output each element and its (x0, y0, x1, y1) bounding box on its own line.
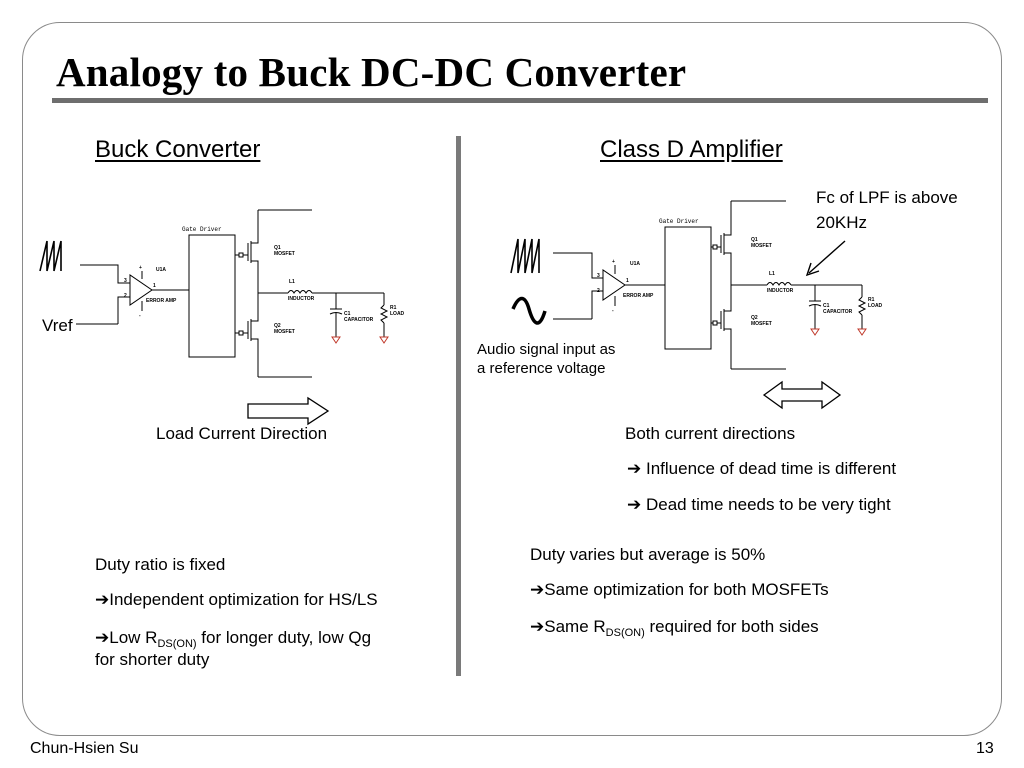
arrow-icon: ➔ (530, 617, 545, 636)
svg-text:2: 2 (124, 293, 127, 299)
left-bullet-2-subscript: DS(ON) (157, 638, 197, 650)
arrow-icon: ➔ (530, 580, 545, 599)
buck-wires (76, 209, 389, 378)
left-duty-text: Duty ratio is fixed (95, 555, 226, 574)
left-bullet-1: ➔Independent optimization for HS/LS (95, 590, 378, 610)
left-bullet-2: ➔Low RDS(ON) for longer duty, low Qg (95, 628, 371, 654)
audio-note-line2: a reference voltage (477, 360, 606, 377)
svg-text:+: + (139, 265, 142, 271)
svg-text:Gate Driver: Gate Driver (659, 218, 699, 225)
svg-text:Q2: Q2 (751, 315, 758, 321)
load-current-label: Load Current Direction (156, 424, 328, 443)
right-arrow-bullet-1: ➔ Influence of dead time is different (627, 459, 896, 479)
arrow-icon: ➔ (627, 459, 642, 478)
svg-text:CAPACITOR: CAPACITOR (823, 309, 853, 315)
svg-text:L1: L1 (769, 271, 775, 277)
svg-text:LOAD: LOAD (868, 303, 883, 309)
svg-text:Q1: Q1 (274, 245, 281, 251)
both-directions-label: Both current directions (625, 424, 796, 443)
svg-text:-: - (139, 313, 141, 319)
svg-text:U1A: U1A (630, 261, 640, 267)
bidirectional-arrow-icon (762, 380, 842, 410)
page-number: 13 (976, 740, 994, 757)
buck-converter-schematic: Gate Driver U1A ERROR AMP 3 2 1 + - Q1 M… (39, 209, 405, 378)
svg-text:1: 1 (153, 283, 156, 289)
svg-text:C1: C1 (823, 303, 830, 309)
svg-text:3: 3 (124, 278, 127, 284)
svg-text:MOSFET: MOSFET (751, 243, 772, 249)
svg-text:L1: L1 (289, 279, 295, 285)
lpf-note-line2: 20KHz (816, 213, 868, 232)
slide-frame (22, 22, 1002, 736)
right-bullet-1-text: Same optimization for both MOSFETs (544, 580, 829, 599)
arrow-icon: ➔ (95, 628, 110, 647)
right-bullet-2-subscript: DS(ON) (605, 627, 645, 639)
vref-label: Vref (42, 316, 73, 335)
sawtooth-input-icon (39, 240, 62, 272)
arrow-icon: ➔ (627, 495, 642, 514)
right-bullet-2-suffix: required for both sides (644, 617, 819, 636)
classd-circuit-labels: Gate Driver U1A ERROR AMP 3 2 1 + - Q1 M… (597, 218, 883, 327)
right-bullet-2: ➔Same RDS(ON) required for both sides (530, 617, 819, 643)
right-bullet-2-prefix: Same R (544, 617, 606, 636)
svg-text:2: 2 (597, 288, 600, 294)
right-arrow-bullet-2: ➔ Dead time needs to be very tight (627, 495, 891, 515)
sine-input-icon (511, 296, 547, 325)
svg-text:ERROR AMP: ERROR AMP (146, 298, 177, 304)
ground-symbols (810, 328, 867, 336)
left-bullet-2-suffix: for longer duty, low Qg (196, 628, 372, 647)
svg-text:INDUCTOR: INDUCTOR (288, 296, 315, 302)
buck-circuit-labels: Gate Driver U1A ERROR AMP 3 2 1 + - Q1 M… (124, 226, 405, 335)
svg-text:-: - (612, 308, 614, 314)
lpf-note-line1: Fc of LPF is above (816, 188, 958, 207)
svg-text:C1: C1 (344, 311, 351, 317)
arrow-icon: ➔ (95, 590, 110, 609)
svg-text:MOSFET: MOSFET (274, 251, 295, 257)
svg-text:CAPACITOR: CAPACITOR (344, 317, 374, 323)
left-bullet-2-prefix: Low R (109, 628, 158, 647)
load-current-arrow-icon (247, 396, 330, 426)
svg-text:3: 3 (597, 273, 600, 279)
svg-text:R1: R1 (390, 305, 397, 311)
footer-author: Chun-Hsien Su (30, 740, 139, 757)
svg-text:U1A: U1A (156, 267, 166, 273)
svg-text:ERROR AMP: ERROR AMP (623, 293, 654, 299)
svg-text:Gate Driver: Gate Driver (182, 226, 222, 233)
svg-text:Q1: Q1 (751, 237, 758, 243)
right-heading: Class D Amplifier (600, 136, 783, 163)
classd-wires (553, 200, 867, 370)
svg-text:1: 1 (626, 278, 629, 284)
right-arrow-bullet-1-text: Influence of dead time is different (645, 459, 897, 478)
svg-text:MOSFET: MOSFET (274, 329, 295, 335)
svg-text:MOSFET: MOSFET (751, 321, 772, 327)
svg-text:R1: R1 (868, 297, 875, 303)
sawtooth-input-icon (510, 238, 540, 274)
lpf-pointer-arrow (805, 240, 846, 277)
right-duty-text: Duty varies but average is 50% (530, 545, 766, 564)
column-divider (456, 136, 461, 676)
left-bullet-2-line2: for shorter duty (95, 650, 210, 669)
right-bullet-1: ➔Same optimization for both MOSFETs (530, 580, 829, 600)
class-d-schematic: Gate Driver U1A ERROR AMP 3 2 1 + - Q1 M… (510, 200, 883, 370)
svg-text:Q2: Q2 (274, 323, 281, 329)
left-bullet-1-text: Independent optimization for HS/LS (109, 590, 378, 609)
audio-note-line1: Audio signal input as (477, 341, 616, 358)
slide-title: Analogy to Buck DC-DC Converter (56, 49, 687, 95)
svg-text:LOAD: LOAD (390, 311, 405, 317)
left-heading: Buck Converter (95, 136, 261, 163)
title-underline (52, 98, 988, 103)
svg-text:INDUCTOR: INDUCTOR (767, 288, 794, 294)
right-arrow-bullet-2-text: Dead time needs to be very tight (645, 495, 891, 514)
ground-symbols (331, 336, 389, 344)
svg-text:+: + (612, 259, 615, 265)
